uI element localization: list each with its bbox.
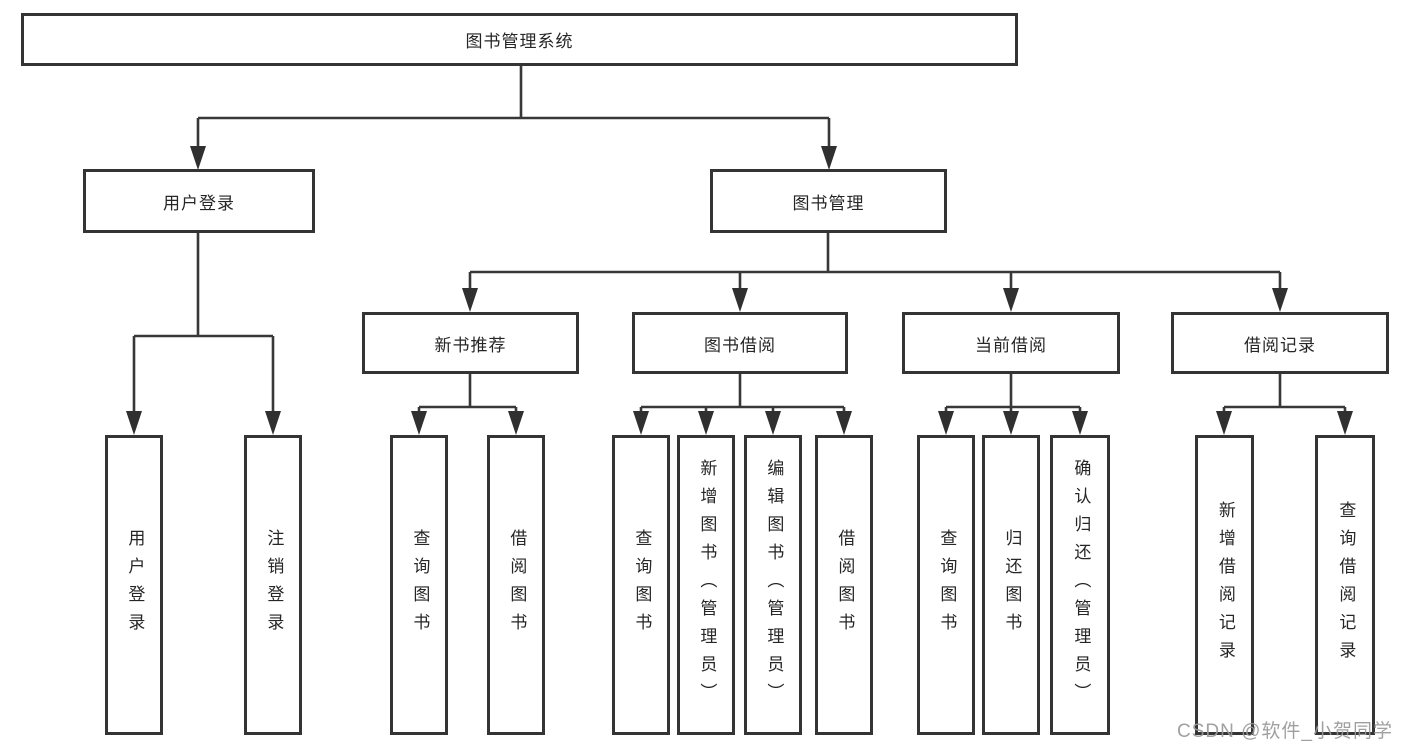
leaf-query-books-current: 查询图书 [917, 435, 975, 735]
csdn-watermark: CSDN @软件_小贺同学 [1177, 721, 1393, 742]
node-borrow-records: 借阅记录 [1171, 312, 1389, 374]
node-label: 图书借阅 [704, 335, 776, 355]
node-label: 新书推荐 [434, 335, 507, 355]
leaf-label: 查询图书 [632, 529, 652, 641]
leaf-add-book-admin: 新增图书（管理员） [677, 435, 735, 735]
leaf-label: 新增借阅记录 [1215, 501, 1235, 669]
node-current-borrow: 当前借阅 [902, 312, 1120, 374]
node-book-borrow: 图书借阅 [632, 312, 848, 374]
node-book-management-branch: 图书管理 [710, 169, 947, 233]
leaf-query-books-recommend: 查询图书 [390, 435, 448, 735]
node-label: 借阅记录 [1244, 335, 1316, 355]
leaf-query-books-borrow: 查询图书 [612, 435, 670, 735]
arrowhead-icons [126, 146, 1353, 435]
leaf-label: 借阅图书 [835, 529, 855, 641]
leaf-confirm-return-admin: 确认归还（管理员） [1050, 435, 1110, 735]
leaf-user-login: 用户登录 [105, 435, 163, 735]
leaf-return-books: 归还图书 [982, 435, 1040, 735]
node-system-root: 图书管理系统 [21, 13, 1018, 66]
leaf-query-borrow-record: 查询借阅记录 [1315, 435, 1375, 735]
leaf-label: 编辑图书（管理员） [764, 459, 784, 711]
leaf-borrow-books: 借阅图书 [815, 435, 873, 735]
leaf-label: 确认归还（管理员） [1071, 459, 1091, 711]
node-label: 图书管理系统 [465, 32, 574, 51]
leaf-label: 注销登录 [264, 529, 284, 641]
leaf-label: 查询借阅记录 [1336, 501, 1356, 669]
leaf-label: 归还图书 [1002, 529, 1022, 641]
leaf-label: 新增图书（管理员） [697, 459, 717, 711]
leaf-label: 用户登录 [125, 529, 145, 641]
node-new-book-recommend: 新书推荐 [362, 312, 579, 374]
leaf-logout: 注销登录 [244, 435, 302, 735]
node-label: 图书管理 [792, 193, 865, 213]
leaf-label: 查询图书 [937, 529, 957, 641]
node-label: 用户登录 [163, 193, 235, 213]
node-label: 当前借阅 [975, 335, 1047, 355]
node-user-login-branch: 用户登录 [83, 169, 315, 233]
leaf-add-borrow-record: 新增借阅记录 [1195, 435, 1254, 735]
leaf-borrow-books-recommend: 借阅图书 [487, 435, 545, 735]
leaf-label: 借阅图书 [507, 529, 527, 641]
leaf-label: 查询图书 [410, 529, 430, 641]
leaf-edit-book-admin: 编辑图书（管理员） [744, 435, 802, 735]
